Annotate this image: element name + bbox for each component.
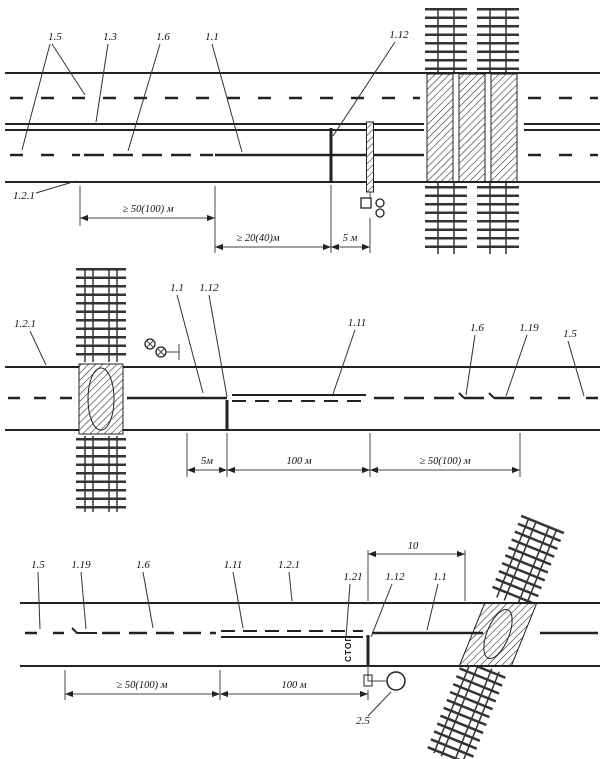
road-middle	[5, 366, 600, 431]
label-1-1: 1.1	[433, 571, 447, 583]
road-sign-2-5-icon	[363, 666, 406, 691]
label-1-2-1: 1.2.1	[278, 559, 300, 571]
railway-crossing-signal-icon	[144, 338, 180, 360]
label-2-5: 2.5	[356, 715, 370, 727]
labels-bottom: 1.5 1.19 1.6 1.11 1.2.1 1.21 1.12 1.1 2.…	[31, 559, 447, 727]
label-1-19: 1.19	[71, 559, 91, 571]
dimensions-bottom: 10 ≥ 50(100) м 100 м	[64, 541, 466, 700]
label-1-11: 1.11	[224, 559, 242, 571]
labels-top: 1.5 1.3 1.6 1.1 1.12 1.2.1	[13, 29, 409, 202]
crossing-deck-bottom	[458, 602, 538, 667]
dim-5: 5м	[201, 456, 213, 467]
label-1-6: 1.6	[156, 31, 170, 43]
dim-20-40: ≥ 20(40)м	[236, 233, 279, 244]
label-1-1: 1.1	[170, 282, 184, 294]
railway-track-top	[425, 8, 519, 254]
marking-1-19	[71, 627, 97, 634]
diagram-bottom-skew-crossing: СТОП 10 ≥ 50(100) м 100 м	[20, 514, 600, 759]
label-1-11: 1.11	[348, 317, 366, 329]
label-1-12: 1.12	[389, 29, 409, 41]
dim-100: 100 м	[286, 456, 311, 467]
dim-50-100: ≥ 50(100) м	[117, 680, 168, 691]
diagram-middle-vertical-crossing: 5м 100 м ≥ 50(100) м 1.2.1 1.1 1.12 1.11…	[5, 268, 600, 512]
crossing-barrier-icon	[366, 121, 374, 193]
dimensions-top: ≥ 50(100) м ≥ 20(40)м 5 м	[79, 185, 371, 253]
label-1-5: 1.5	[31, 559, 45, 571]
label-1-3: 1.3	[103, 31, 117, 43]
dimensions-middle: 5м 100 м ≥ 50(100) м	[186, 433, 521, 477]
dim-100: 100 м	[281, 680, 306, 691]
stop-word-marking-1-21: СТОП	[343, 634, 353, 662]
railway-track-bottom	[426, 514, 565, 759]
label-1-19: 1.19	[519, 322, 539, 334]
label-1-2-1: 1.2.1	[13, 190, 35, 202]
label-1-12: 1.12	[199, 282, 219, 294]
label-1-6: 1.6	[470, 322, 484, 334]
label-1-5: 1.5	[48, 31, 62, 43]
labels-middle: 1.2.1 1.1 1.12 1.11 1.6 1.19 1.5	[14, 282, 585, 398]
dim-5: 5 м	[343, 233, 358, 244]
label-1-12: 1.12	[385, 571, 405, 583]
label-1-6: 1.6	[136, 559, 150, 571]
label-1-1: 1.1	[205, 31, 219, 43]
road-bottom: СТОП	[20, 602, 600, 667]
road-top	[5, 72, 600, 183]
dim-50-100: ≥ 50(100) м	[420, 456, 471, 467]
label-1-2-1: 1.2.1	[14, 318, 36, 330]
crossing-deck-top	[426, 73, 518, 183]
label-1-5: 1.5	[563, 328, 577, 340]
railway-crossing-signal-icon	[360, 192, 385, 218]
dim-10: 10	[408, 541, 419, 552]
diagram-top-straight-crossing: ≥ 50(100) м ≥ 20(40)м 5 м 1.5 1.3 1.6 1.…	[5, 8, 600, 254]
railway-track-middle	[76, 268, 126, 512]
label-1-21: 1.21	[343, 571, 362, 583]
dim-50-100: ≥ 50(100) м	[123, 204, 174, 215]
crossing-deck-middle	[78, 363, 124, 435]
